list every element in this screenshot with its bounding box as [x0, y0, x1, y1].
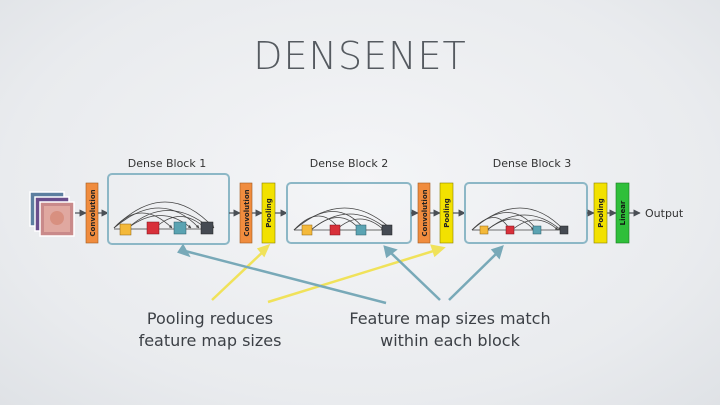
output-label: Output: [645, 207, 684, 220]
feature-node: [355, 224, 367, 236]
pooling-layer: Pooling: [439, 182, 454, 244]
feature-node: [329, 224, 341, 236]
dense-block-label: Dense Block 2: [310, 157, 388, 170]
feature-node: [301, 224, 313, 236]
caption-line: within each block: [380, 331, 520, 350]
input-image-stack-icon: [29, 191, 75, 237]
feature-node: [479, 225, 489, 235]
dense-block-label: Dense Block 1: [128, 157, 206, 170]
caption-line: feature map sizes: [138, 331, 282, 350]
pooling-annotation-arrows: [211, 243, 446, 304]
caption-line: Pooling reduces: [146, 309, 274, 328]
feature-caption: Feature map sizes match within each bloc…: [340, 308, 560, 352]
feature-node: [173, 221, 187, 235]
feature-annotation-arrows: [177, 243, 504, 305]
dense-block-label: Dense Block 3: [493, 157, 571, 170]
dense-block-3: Dense Block 3: [464, 157, 588, 244]
pooling-layer: Pooling: [593, 182, 608, 244]
feature-node: [532, 225, 542, 235]
dense-block-1: Dense Block 1: [107, 157, 230, 245]
convolution-label: Convolution: [89, 189, 97, 236]
pooling-label: Pooling: [597, 198, 605, 228]
pooling-label: Pooling: [443, 198, 451, 228]
feature-node: [559, 225, 569, 235]
convolution-layer: Convolution: [417, 182, 431, 244]
convolution-layer: Convolution: [239, 182, 253, 244]
convolution-label: Convolution: [243, 189, 251, 236]
feature-node: [505, 225, 515, 235]
caption-line: Feature map sizes match: [349, 309, 551, 328]
feature-node: [381, 224, 393, 236]
convolution-label: Convolution: [421, 189, 429, 236]
convolution-layer: Convolution: [85, 182, 99, 244]
feature-node: [200, 221, 214, 235]
pooling-caption: Pooling reduces feature map sizes: [120, 308, 300, 352]
pooling-label: Pooling: [265, 198, 273, 228]
linear-layer: Linear: [615, 182, 630, 244]
dense-block-2: Dense Block 2: [286, 157, 412, 244]
feature-node: [119, 223, 132, 236]
feature-node: [146, 221, 160, 235]
linear-label: Linear: [619, 200, 627, 225]
slide-title: DENSENET: [253, 34, 467, 78]
pooling-layer: Pooling: [261, 182, 276, 244]
